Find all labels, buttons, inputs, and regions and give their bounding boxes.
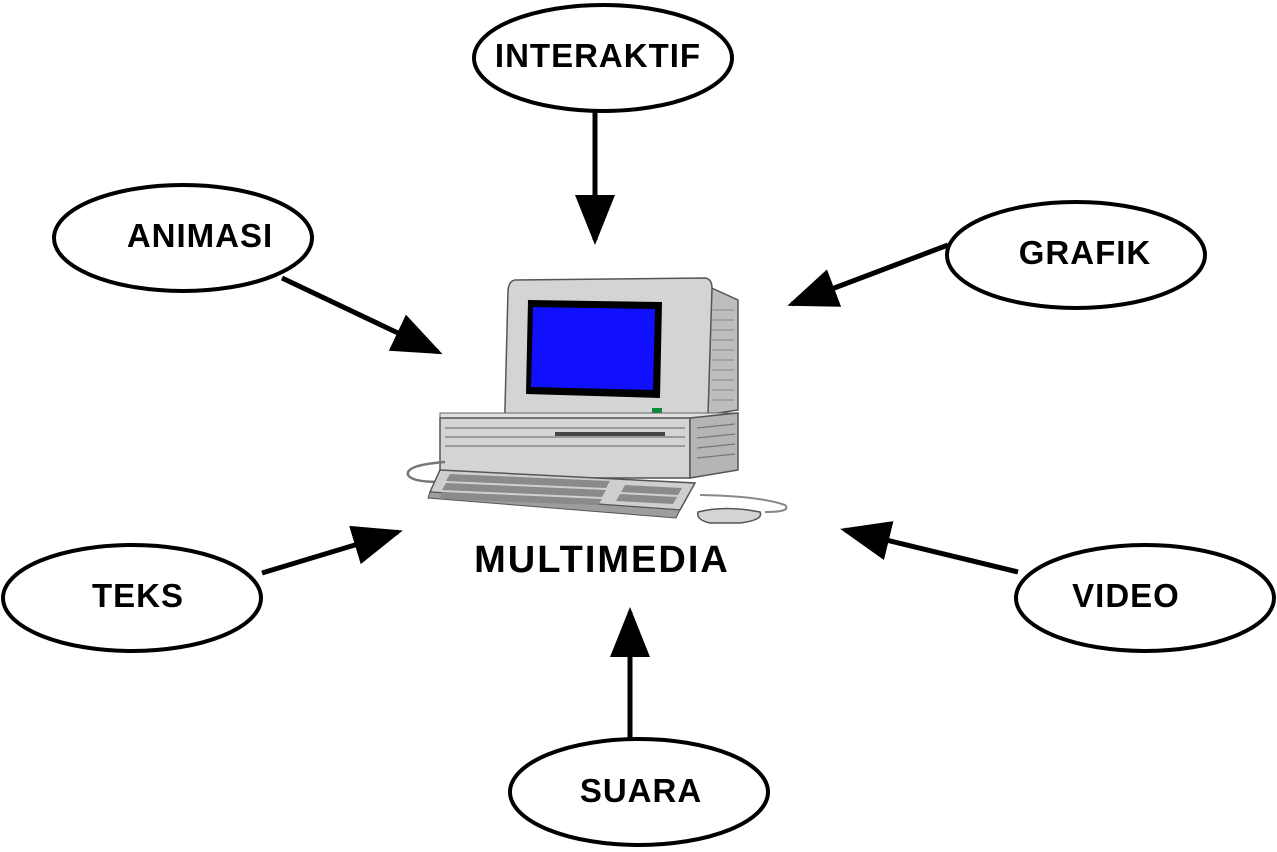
desktop-case — [439, 417, 691, 479]
node-suara: SUARA — [508, 737, 770, 847]
node-interaktif: INTERAKTIF — [472, 3, 734, 113]
arrows — [261, 112, 1019, 740]
node-video: VIDEO — [1014, 543, 1276, 653]
arrow-grafik — [787, 242, 949, 307]
arrow-animasi — [280, 275, 443, 355]
node-teks-label: TEKS — [92, 577, 184, 614]
mouse-cable — [699, 494, 788, 513]
node-grafik: GRAFIK — [945, 200, 1207, 310]
node-grafik-label: GRAFIK — [1019, 234, 1152, 271]
case-details — [445, 423, 736, 459]
monitor-screen — [531, 307, 655, 390]
node-suara-label: SUARA — [580, 772, 702, 809]
arrow-teks — [261, 525, 403, 576]
keyboard-cable — [406, 460, 446, 484]
node-animasi: ANIMASI — [52, 183, 314, 293]
arrow-video — [840, 521, 1019, 575]
desktop-case-side — [689, 412, 739, 479]
center-label: MULTIMEDIA — [474, 539, 730, 581]
mouse — [697, 507, 762, 524]
computer-icon — [406, 277, 788, 524]
node-video-label: VIDEO — [1072, 577, 1180, 614]
power-led — [652, 408, 662, 413]
node-teks: TEKS — [1, 543, 263, 653]
monitor-vents — [712, 309, 734, 401]
keyboard-keys — [440, 474, 682, 505]
node-interaktif-label: INTERAKTIF — [495, 37, 701, 74]
drive-slot — [555, 432, 665, 436]
node-animasi-label: ANIMASI — [127, 217, 273, 254]
